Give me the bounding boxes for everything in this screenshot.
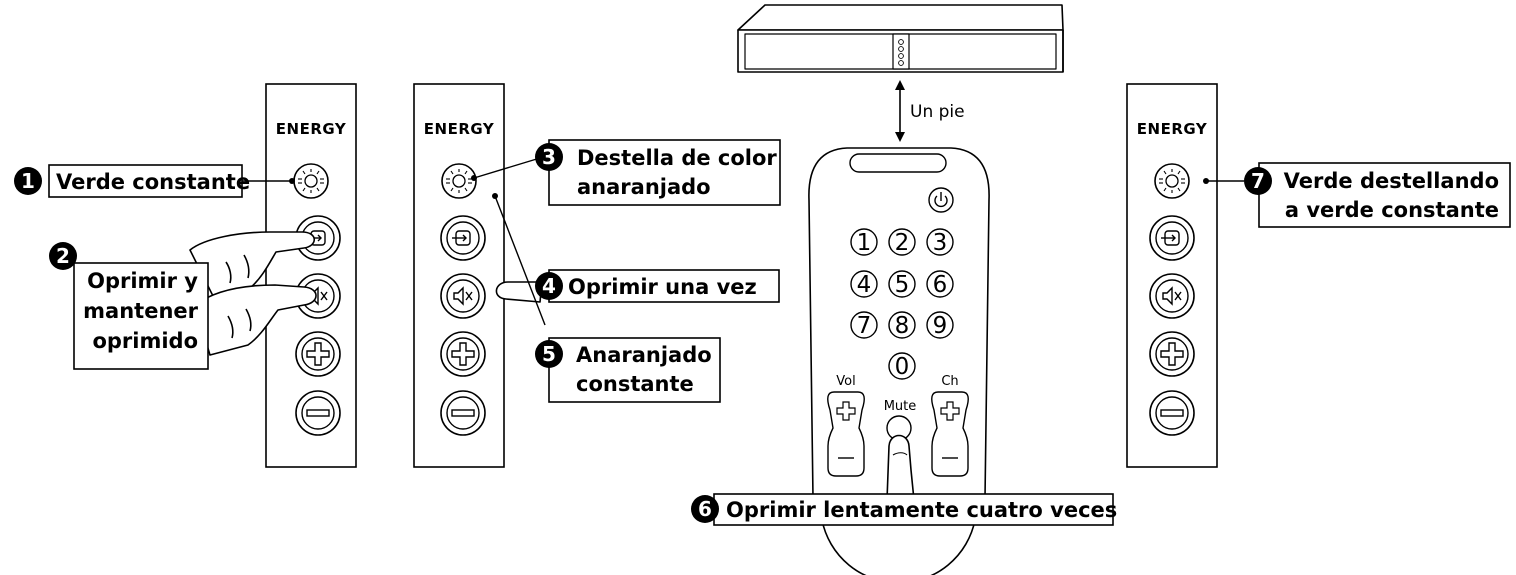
step-7-callout: 7 Verde destellando a verde constante <box>1203 162 1511 228</box>
digit-button-4[interactable]: 4 <box>850 270 878 298</box>
distance-label: Un pie <box>910 102 965 122</box>
digit-button-0[interactable]: 0 <box>888 352 916 380</box>
digit-button-8[interactable]: 8 <box>888 311 916 339</box>
step-badge <box>49 242 77 270</box>
step-badge <box>535 272 563 300</box>
brand-logo: ENERGY <box>424 120 495 138</box>
svg-text:3: 3 <box>933 230 948 256</box>
distance-arrow: Un pie <box>895 80 965 142</box>
vol-rocker[interactable] <box>827 391 865 477</box>
step-7-line-1: Verde destellando <box>1284 169 1499 193</box>
panel-a: ENERGY <box>265 83 357 468</box>
step-6-label: Oprimir lentamente cuatro veces <box>726 498 1117 522</box>
step-5-line-1: Anaranjado <box>576 343 712 367</box>
panel-c: ENERGY <box>1126 83 1218 468</box>
plus-icon <box>836 401 856 421</box>
svg-text:9: 9 <box>933 313 948 339</box>
mute-button[interactable] <box>1150 274 1194 318</box>
digit-button-5[interactable]: 5 <box>888 270 916 298</box>
plus-icon <box>940 401 960 421</box>
step-badge <box>1244 167 1272 195</box>
svg-text:5: 5 <box>895 272 910 298</box>
step-5-line-2: constante <box>576 372 694 396</box>
digit-button-6[interactable]: 6 <box>926 270 954 298</box>
digit-button-1[interactable]: 1 <box>850 228 878 256</box>
step-2-callout: 2 Oprimir y mantener oprimido <box>49 242 209 370</box>
svg-text:1: 1 <box>857 230 872 256</box>
step-1-label: Verde constante <box>56 170 250 194</box>
vol-label: Vol <box>836 374 855 389</box>
svg-text:0: 0 <box>895 354 910 380</box>
step-3-callout: 3 Destella de color anaranjado <box>471 139 781 206</box>
volume-down-button[interactable] <box>296 391 340 435</box>
step-6-callout: 6 Oprimir lentamente cuatro veces <box>691 493 1117 526</box>
svg-text:8: 8 <box>895 313 910 339</box>
svg-text:6: 6 <box>933 272 948 298</box>
remote-control: 1 2 3 4 5 6 7 8 <box>808 147 990 575</box>
step-4-callout: 4 Oprimir una vez <box>535 269 780 303</box>
step-7-line-2: a verde constante <box>1285 198 1499 222</box>
svg-text:2: 2 <box>895 230 910 256</box>
step-3-line-1: Destella de color <box>577 146 777 170</box>
step-badge <box>535 340 563 368</box>
ch-rocker[interactable] <box>931 391 969 477</box>
panel-b: ENERGY <box>413 83 505 468</box>
svg-text:2: 2 <box>56 244 70 268</box>
digit-button-7[interactable]: 7 <box>850 311 878 339</box>
input-button[interactable] <box>1150 216 1194 260</box>
volume-down-button[interactable] <box>441 391 485 435</box>
svg-text:7: 7 <box>857 313 872 339</box>
power-button[interactable] <box>928 187 954 213</box>
step-5-callout: 5 Anaranjado constante <box>492 193 721 403</box>
svg-text:1: 1 <box>21 169 35 193</box>
digit-button-3[interactable]: 3 <box>926 228 954 256</box>
volume-up-button[interactable] <box>1150 332 1194 376</box>
svg-text:7: 7 <box>1251 169 1265 193</box>
soundbar <box>737 4 1064 73</box>
digit-button-9[interactable]: 9 <box>926 311 954 339</box>
mute-label: Mute <box>884 399 917 414</box>
svg-text:4: 4 <box>542 274 556 298</box>
digit-button-2[interactable]: 2 <box>888 228 916 256</box>
volume-up-button[interactable] <box>296 332 340 376</box>
ch-label: Ch <box>941 374 958 389</box>
hand-illustration <box>886 434 915 501</box>
svg-text:6: 6 <box>698 497 712 521</box>
step-2-line-3: oprimido <box>92 329 198 353</box>
brand-logo: ENERGY <box>1137 120 1208 138</box>
step-badge <box>535 143 563 171</box>
step-4-label: Oprimir una vez <box>568 275 757 299</box>
hand-illustration <box>189 231 317 356</box>
volume-down-button[interactable] <box>1150 391 1194 435</box>
power-icon <box>934 192 948 208</box>
svg-text:5: 5 <box>542 342 556 366</box>
step-3-line-2: anaranjado <box>577 175 711 199</box>
svg-text:4: 4 <box>857 272 872 298</box>
remote-ir-window <box>849 153 947 173</box>
step-badge <box>14 167 42 195</box>
step-badge <box>691 495 719 523</box>
step-1-callout: 1 Verde constante <box>14 164 295 198</box>
light-indicator-icon <box>1154 163 1190 199</box>
step-2-line-1: Oprimir y <box>87 269 198 293</box>
step-2-line-2: mantener <box>83 299 198 323</box>
light-indicator-icon <box>293 163 329 199</box>
volume-up-button[interactable] <box>441 332 485 376</box>
mute-button[interactable] <box>441 274 485 318</box>
brand-logo: ENERGY <box>276 120 347 138</box>
svg-text:3: 3 <box>542 145 556 169</box>
light-indicator-icon <box>441 163 477 199</box>
input-button[interactable] <box>441 216 485 260</box>
